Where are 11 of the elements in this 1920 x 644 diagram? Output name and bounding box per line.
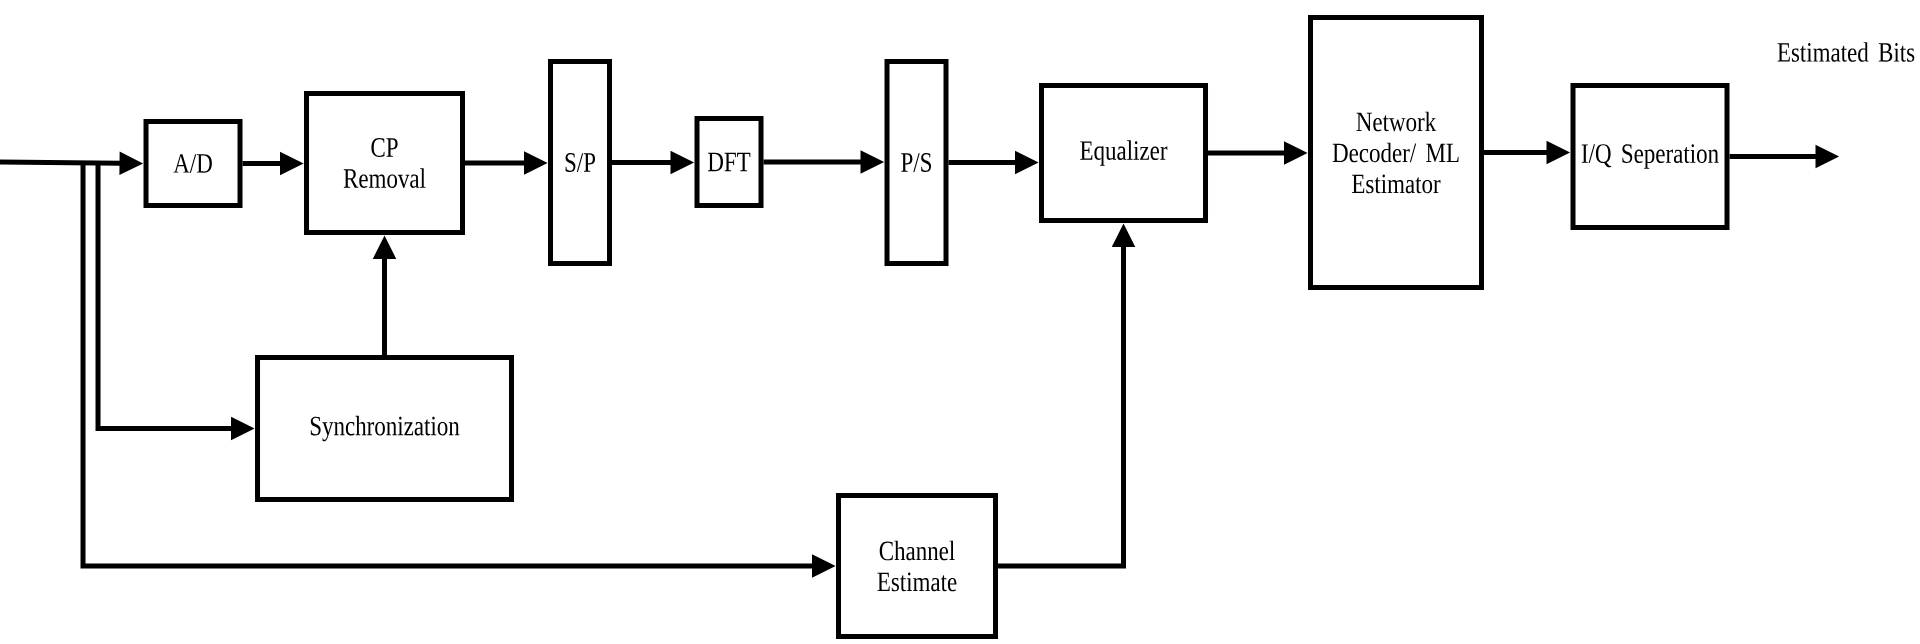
process-box: I/Q Seperation [1570, 83, 1730, 230]
process-box: A/D [143, 119, 243, 208]
output-label: Estimated Bits [1777, 42, 1915, 62]
process-box: CP Removal [304, 91, 465, 235]
process-box: Network Decoder/ ML Estimator [1308, 15, 1484, 290]
process-box: S/P [548, 59, 612, 266]
process-box: P/S [884, 59, 949, 266]
process-box: Channel Estimate [836, 493, 998, 639]
process-box: Equalizer [1039, 83, 1208, 223]
process-box: Synchronization [255, 355, 514, 502]
process-box: DFT [694, 116, 764, 208]
